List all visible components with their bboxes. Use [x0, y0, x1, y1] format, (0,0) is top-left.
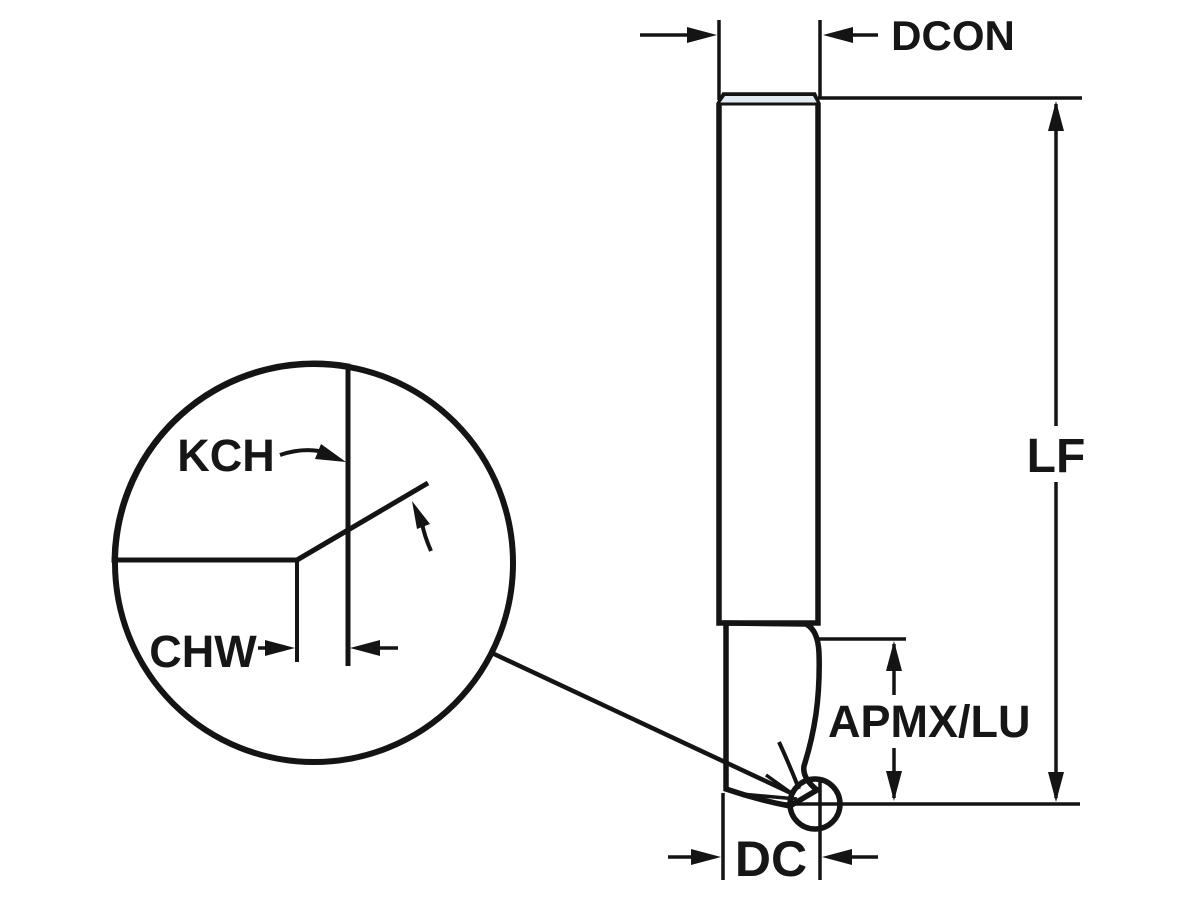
chw-label: CHW [149, 626, 257, 677]
detail-leader-line [491, 650, 792, 796]
angle-arrow-head [412, 501, 430, 529]
kch-leader-arrowhead [315, 444, 346, 462]
apmx-arrow-down [886, 771, 902, 801]
flute-edge-line-2 [740, 792, 798, 801]
shank-outline [716, 92, 821, 626]
lf-arrow-up [1048, 101, 1064, 131]
detail-chamfer-region [111, 360, 351, 563]
dcon-label: DCON [891, 12, 1015, 59]
corner-detail-view: KCH CHW [111, 360, 516, 765]
angle-arrow-shaft [420, 522, 433, 552]
tip-detail-marker [491, 650, 843, 832]
chw-arrow-left-head [265, 640, 295, 656]
lf-label: LF [1027, 430, 1086, 483]
apmx-lu-label: APMX/LU [828, 696, 1031, 747]
dc-dimension: DC [668, 779, 878, 887]
apmx-dimension: APMX/LU [819, 637, 1031, 801]
dcon-arrow-right-head [823, 27, 853, 43]
kch-callout: KCH [177, 430, 346, 481]
cutting-part-outline [723, 620, 822, 809]
tool-shank [716, 92, 821, 626]
chw-arrow-right-head [350, 640, 380, 656]
dcon-arrow-left-head [687, 27, 717, 43]
detail-view-circle [112, 361, 516, 765]
apmx-arrow-up [886, 641, 902, 671]
dc-arrow-right-head [822, 849, 852, 865]
dcon-dimension: DCON [640, 12, 1015, 100]
dc-arrow-left-head [691, 849, 721, 865]
kch-leader-shaft [279, 448, 320, 457]
chw-dimension: CHW [149, 626, 398, 677]
lf-arrow-down [1048, 772, 1064, 802]
shank-top-cap [720, 96, 817, 103]
dc-label: DC [735, 831, 807, 887]
detail-chamfer-line-extended [295, 480, 430, 563]
lf-dimension: LF [779, 96, 1086, 806]
tip-detail-circle [787, 776, 843, 832]
kch-label: KCH [177, 430, 275, 481]
chamfer-angle-arrow [412, 501, 433, 552]
flute-inner-curve [777, 741, 801, 790]
